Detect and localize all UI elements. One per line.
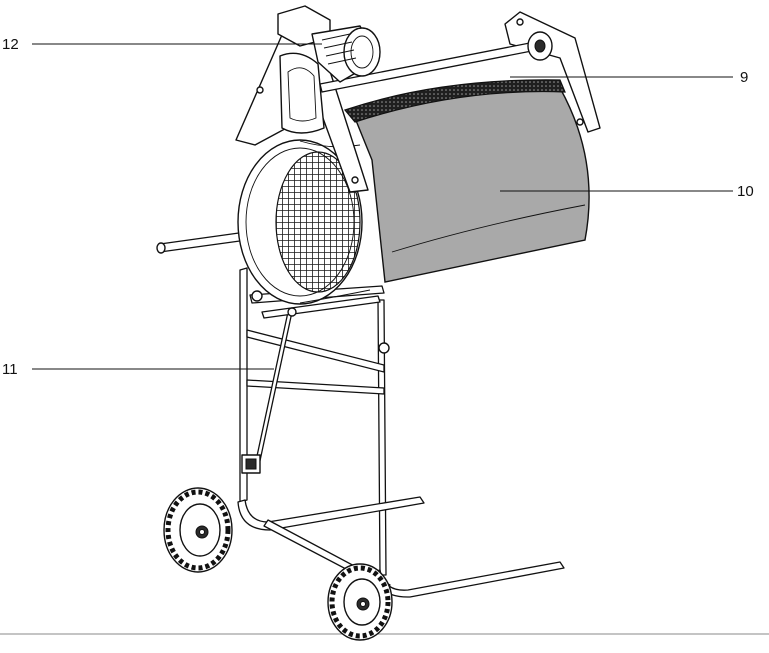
callout-label-10: 10 [737, 183, 754, 200]
callout-9: 9 [510, 69, 748, 86]
callout-11: 11 [2, 361, 274, 378]
wheel-right [327, 563, 393, 641]
top-frame [235, 5, 601, 193]
drum-mesh-top [343, 79, 566, 123]
callout-12: 12 [2, 36, 322, 53]
callout-label-11: 11 [2, 361, 18, 378]
drum-assembly [237, 79, 590, 305]
drum-cover [354, 82, 590, 283]
callout-label-9: 9 [740, 69, 748, 86]
callout-label-12: 12 [2, 36, 19, 53]
callout-10: 10 [500, 183, 754, 200]
wheel-left [163, 487, 233, 573]
motor [277, 5, 381, 83]
